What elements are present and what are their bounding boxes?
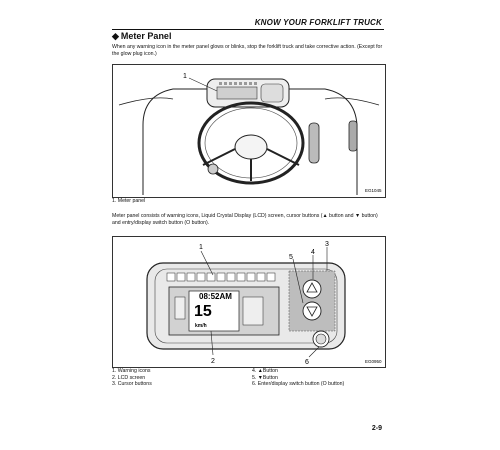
fig1-callout-1: 1 <box>183 73 187 80</box>
intro-paragraph: When any warning icon in the meter panel… <box>112 44 383 57</box>
fig2-callout-3: 3 <box>325 241 329 248</box>
legend-item: 3. Cursor buttons <box>112 381 152 388</box>
fig2-callout-6: 6 <box>305 359 309 366</box>
page-number: 2-9 <box>371 425 382 432</box>
lcd-speed-unit: km/h <box>195 323 207 329</box>
section-title: ◆Meter Panel <box>112 31 171 42</box>
fig2-callout-1: 1 <box>199 244 203 251</box>
legend-item: 2. LCD screen <box>112 374 146 381</box>
fig2-callout-2: 2 <box>211 358 215 365</box>
section-title-text: Meter Panel <box>120 31 172 41</box>
legend-item: 5. ▼Button <box>252 374 278 381</box>
running-header: KNOW YOUR FORKLIFT TRUCK <box>254 18 382 27</box>
diamond-icon: ◆ <box>112 31 119 41</box>
figure-meter-panel-detail: 15 km/h 08:52AM 1 2 3 4 5 6 EG0950 <box>112 236 386 368</box>
legend-item: 1. Warning icons <box>112 368 151 374</box>
legend-right: 4. ▲Button 5. ▼Button 6. Enter/display s… <box>252 368 344 388</box>
fig1-code: EG1045 <box>365 188 382 193</box>
fig2-callout-5: 5 <box>289 254 293 261</box>
figure1-caption: 1. Meter panel <box>112 198 146 204</box>
figure-meter-panel-location: 1 EG1045 <box>112 64 386 198</box>
legend-left: 1. Warning icons 2. LCD screen 3. Cursor… <box>112 368 152 388</box>
fig2-code: EG0950 <box>365 359 382 364</box>
fig2-callout-4: 4 <box>311 249 315 256</box>
header-rule <box>112 29 384 30</box>
meter-panel-illustration: 15 km/h 08:52AM 1 2 3 4 5 6 EG0950 <box>146 241 382 366</box>
lcd-speed-digits: 15 <box>194 303 212 320</box>
lcd-clock: 08:52AM <box>199 292 232 301</box>
second-paragraph: Meter panel consists of warning icons, L… <box>112 213 378 226</box>
steering-illustration: 1 EG1045 <box>118 73 382 195</box>
legend-item: 6. Enter/display switch button (O button… <box>252 381 345 388</box>
legend-item: 4. ▲Button <box>252 368 278 374</box>
